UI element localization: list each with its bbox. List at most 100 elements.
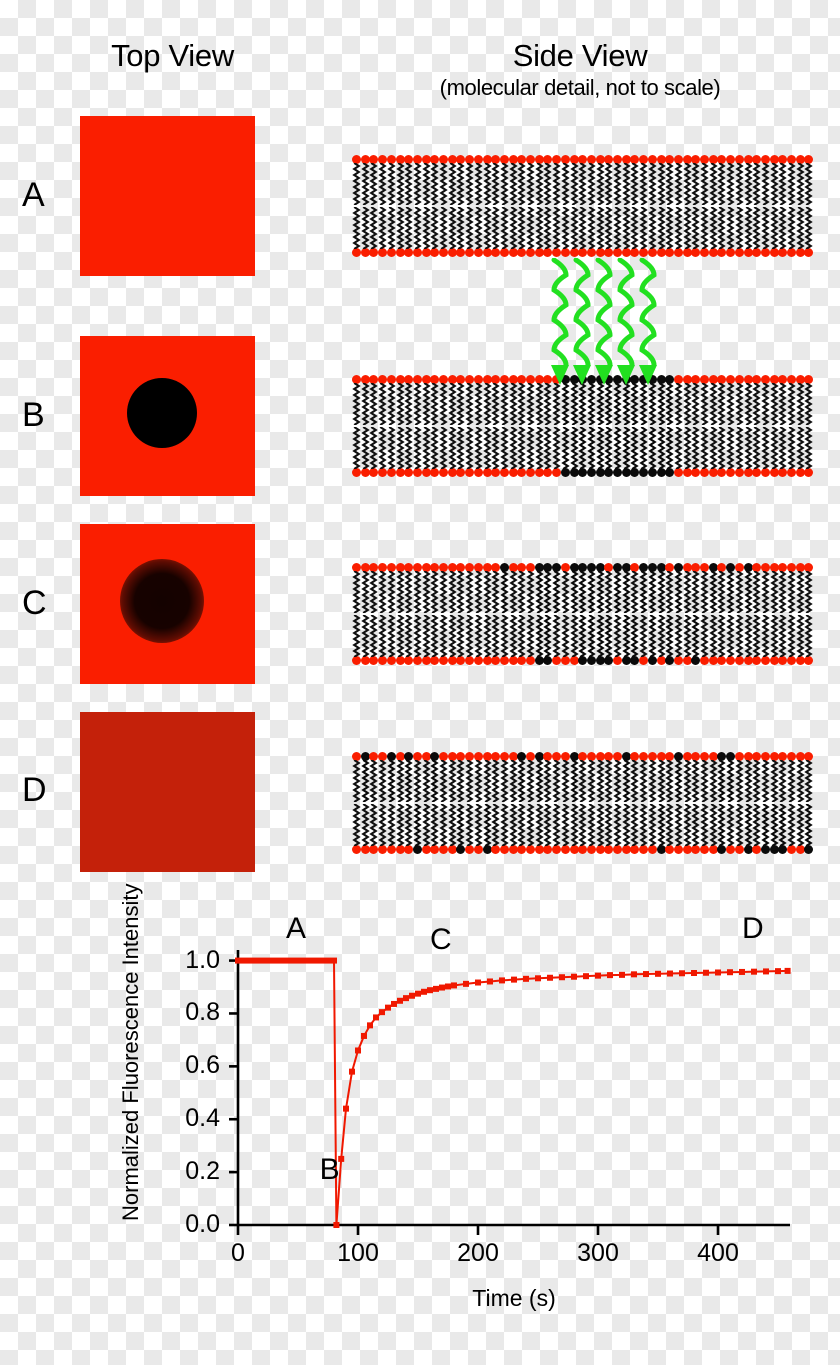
lipid-molecule — [508, 752, 518, 802]
lipid-head-icon — [656, 563, 666, 572]
lipid-molecule — [360, 427, 370, 477]
lipid-molecule — [526, 563, 535, 613]
lipid-head-icon — [508, 752, 518, 761]
lipid-molecule — [352, 427, 361, 477]
lipid-head-icon — [752, 656, 762, 665]
lipid-tail-icon — [404, 383, 413, 425]
lipid-tail-icon — [639, 163, 648, 205]
lipid-tail-icon — [474, 207, 483, 249]
lipid-tail-icon — [613, 207, 622, 249]
lipid-tail-icon — [708, 804, 718, 846]
lipid-head-icon — [360, 656, 370, 665]
lipid-tail-icon — [578, 804, 587, 846]
lipid-tail-icon — [761, 571, 770, 613]
lipid-molecule — [378, 752, 388, 802]
lipid-molecule — [578, 752, 588, 802]
lipid-head-icon — [369, 248, 379, 257]
lipid-molecule — [665, 615, 675, 665]
lipid-molecule — [465, 155, 475, 205]
lipid-head-icon — [499, 563, 509, 572]
lipid-molecule — [665, 563, 675, 613]
lipid-head-icon — [630, 845, 640, 854]
lipid-molecule — [604, 207, 614, 257]
lipid-molecule — [613, 427, 622, 477]
lipid-molecule — [386, 804, 396, 854]
lipid-tail-icon — [769, 760, 779, 802]
lipid-molecule — [543, 155, 553, 205]
lipid-molecule — [787, 207, 796, 257]
lipid-tail-icon — [421, 163, 431, 205]
lipid-tail-icon — [456, 615, 466, 657]
lipid-tail-icon — [778, 760, 788, 802]
lipid-molecule — [578, 155, 588, 205]
lipid-tail-icon — [665, 383, 674, 425]
lipid-tail-icon — [526, 760, 535, 802]
lipid-tail-icon — [630, 615, 640, 657]
lipid-head-icon — [517, 155, 527, 164]
lipid-molecule — [708, 752, 718, 802]
lipid-head-icon — [578, 468, 588, 477]
lipid-molecule — [778, 155, 788, 205]
lipid-tail-icon — [735, 163, 744, 205]
lipid-tail-icon — [717, 383, 727, 425]
lipid-tail-icon — [569, 207, 579, 249]
lipid-molecule — [421, 615, 431, 665]
lipid-head-icon — [578, 752, 588, 761]
lipid-head-icon — [447, 752, 457, 761]
lipid-head-icon — [352, 752, 361, 761]
lipid-head-icon — [682, 248, 692, 257]
lipid-molecule — [673, 427, 683, 477]
lipid-head-icon — [499, 845, 509, 854]
lipid-head-icon — [769, 468, 779, 477]
lipid-tail-icon — [708, 207, 718, 249]
lipid-head-icon — [456, 155, 466, 164]
lipid-head-icon — [656, 656, 666, 665]
lipid-molecule — [473, 752, 483, 802]
lipid-tail-icon — [482, 427, 492, 469]
lipid-molecule — [726, 563, 736, 613]
lipid-molecule — [473, 804, 483, 854]
lipid-molecule — [430, 375, 440, 425]
lipid-tail-icon — [404, 615, 413, 657]
lipid-molecule — [491, 207, 501, 257]
lipid-molecule — [778, 615, 788, 665]
lipid-tail-icon — [595, 163, 605, 205]
lipid-molecule — [691, 427, 701, 477]
lipid-head-icon — [508, 656, 518, 665]
lipid-tail-icon — [595, 760, 605, 802]
lipid-head-icon — [726, 375, 736, 384]
lipid-tail-icon — [465, 615, 474, 657]
lipid-molecule — [804, 615, 814, 665]
lipid-head-icon — [404, 752, 414, 761]
lipid-tail-icon — [526, 615, 535, 657]
lipid-tail-icon — [691, 383, 701, 425]
lipid-molecule — [430, 804, 440, 854]
lipid-tail-icon — [769, 427, 779, 469]
lipid-head-icon — [369, 375, 379, 384]
lipid-head-icon — [517, 375, 527, 384]
lipid-molecule — [726, 375, 736, 425]
lipid-head-icon — [743, 468, 753, 477]
lipid-molecule — [787, 804, 796, 854]
lipid-head-icon — [465, 248, 475, 257]
lipid-tail-icon — [761, 615, 770, 657]
lipid-molecule — [395, 563, 405, 613]
lipid-tail-icon — [404, 804, 413, 846]
lipid-molecule — [700, 375, 709, 425]
y-tick-label: 1.0 — [185, 945, 220, 974]
lipid-molecule — [682, 804, 692, 854]
lipid-tail-icon — [534, 571, 544, 613]
lipid-molecule — [404, 155, 414, 205]
lipid-head-icon — [378, 563, 388, 572]
lipid-tail-icon — [761, 383, 770, 425]
lipid-head-icon — [769, 155, 779, 164]
chart-annotation-a: A — [286, 912, 307, 945]
lipid-head-icon — [752, 845, 762, 854]
lipid-molecule — [447, 375, 457, 425]
lipid-head-icon — [560, 375, 570, 384]
lipid-head-icon — [465, 563, 475, 572]
lipid-molecule — [473, 155, 483, 205]
lipid-head-icon — [534, 563, 544, 572]
lipid-molecule — [734, 752, 744, 802]
lipid-head-icon — [526, 845, 535, 854]
